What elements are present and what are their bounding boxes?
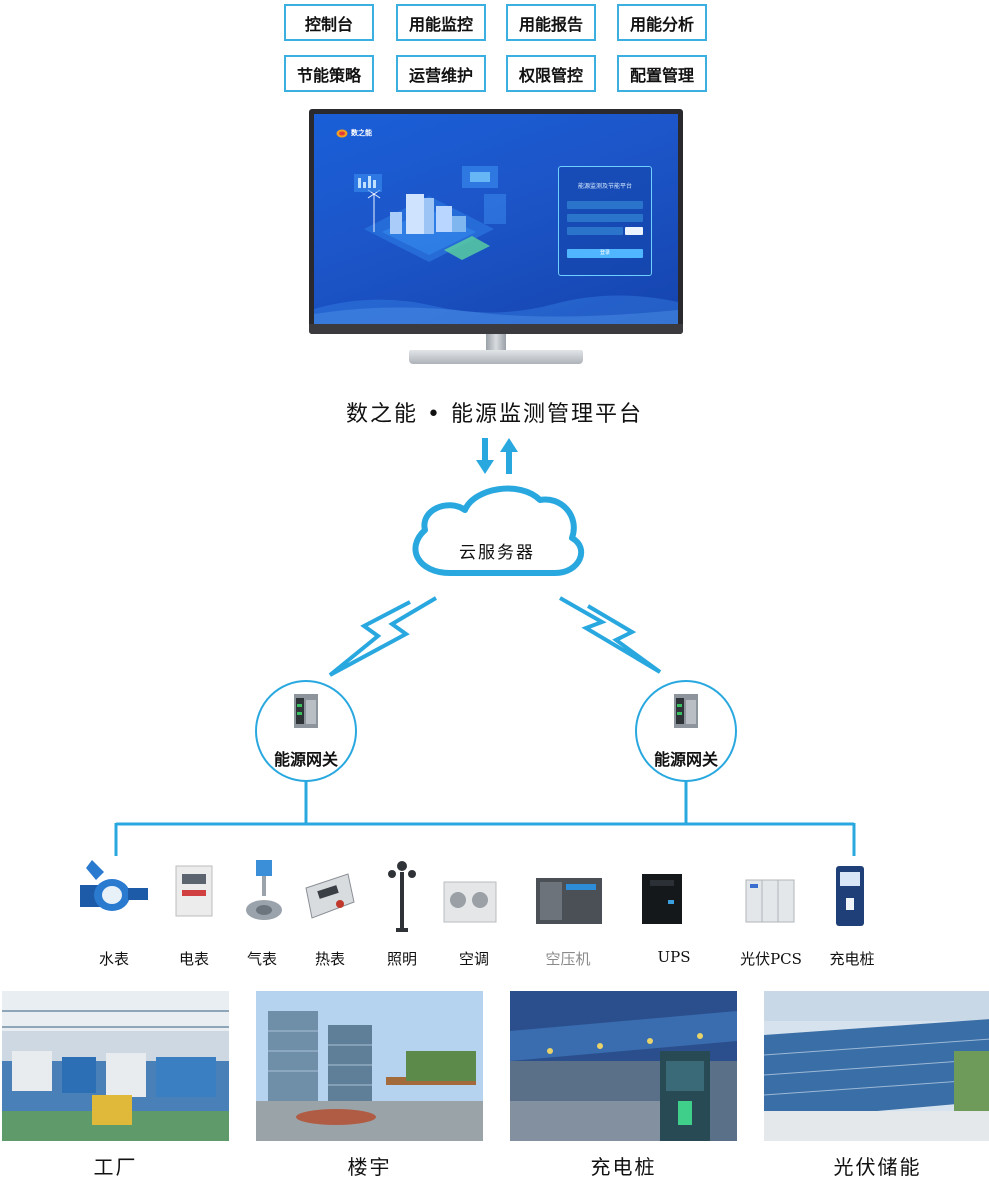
scene-label-building: 楼宇 [347, 1155, 392, 1179]
menu-permission-control-button[interactable]: 权限管控 [506, 55, 596, 92]
scene-photo-factory [2, 991, 229, 1141]
scene-photo-building [256, 991, 483, 1141]
device-icons [80, 860, 864, 932]
cloud-server-label: 云服务器 [459, 543, 535, 563]
device-label-water-meter: 水表 [98, 950, 129, 968]
monitor-base [409, 350, 583, 364]
menu-operation-maintenance-button[interactable]: 运营维护 [396, 55, 486, 92]
charging-pile-icon [836, 866, 864, 926]
scene-photo-charging-station [510, 991, 737, 1141]
ups-icon [642, 874, 682, 924]
menu-energy-monitor-button[interactable]: 用能监控 [396, 4, 486, 41]
sync-arrows-icon [476, 438, 518, 474]
cloud-icon [412, 485, 585, 576]
menu-energy-analysis-button[interactable]: 用能分析 [617, 4, 707, 41]
bus-lines [114, 781, 856, 856]
login-card: 能源监测及节能平台 登录 [558, 166, 652, 276]
captcha-field[interactable] [567, 227, 623, 235]
device-label-heat-meter: 热表 [314, 950, 345, 968]
electric-meter-icon [175, 865, 213, 917]
pv-pcs-icon [745, 879, 795, 923]
monitor-bezel [309, 324, 683, 334]
password-field[interactable] [567, 214, 643, 222]
device-label-ups: UPS [657, 948, 691, 966]
scene-label-pv-storage: 光伏储能 [833, 1155, 922, 1179]
logo-icon [336, 129, 348, 137]
air-compressor-icon [536, 878, 602, 924]
city-illustration [354, 166, 506, 262]
heat-meter-icon [305, 873, 355, 919]
scene-label-charging-station: 充电桩 [590, 1155, 657, 1179]
device-label-lighting: 照明 [386, 950, 417, 968]
gateway-left-label: 能源网关 [273, 750, 338, 769]
screen-logo-text: 数之能 [351, 128, 372, 137]
menu-config-management-button[interactable]: 配置管理 [617, 55, 707, 92]
captcha-image[interactable] [625, 227, 643, 235]
menu-console-button[interactable]: 控制台 [284, 4, 374, 41]
device-label-pv-pcs: 光伏PCS [740, 950, 802, 968]
lightning-right-icon [559, 596, 662, 674]
device-label-charging-pile: 充电桩 [829, 950, 875, 968]
water-meter-icon [80, 860, 148, 911]
monitor-screen: 数之能 能源监测及节能平台 [314, 114, 678, 324]
screen-wave-decoration [314, 295, 678, 324]
screen-logo: 数之能 [336, 128, 372, 138]
monitor-neck [486, 334, 506, 352]
device-label-gas-meter: 气表 [246, 950, 277, 968]
lightning-left-icon [328, 596, 438, 677]
menu-energy-report-button[interactable]: 用能报告 [506, 4, 596, 41]
scene-label-factory: 工厂 [93, 1155, 138, 1179]
gas-meter-icon [246, 860, 282, 920]
username-field[interactable] [567, 201, 643, 209]
gateway-device-icon-right [674, 694, 698, 728]
air-conditioner-icon [443, 881, 497, 923]
menu-saving-strategy-button[interactable]: 节能策略 [284, 55, 374, 92]
street-light-icon [388, 861, 416, 932]
gateway-right-label: 能源网关 [653, 750, 718, 769]
login-title: 能源监测及节能平台 [577, 183, 632, 190]
device-label-air-compressor: 空压机 [545, 950, 591, 968]
device-label-electric-meter: 电表 [178, 950, 209, 968]
scene-photo-pv-storage [764, 991, 989, 1141]
gateway-device-icon-left [294, 694, 318, 728]
device-label-air-conditioner: 空调 [458, 950, 489, 968]
login-button[interactable]: 登录 [567, 249, 643, 258]
monitor: 数之能 能源监测及节能平台 [309, 109, 683, 334]
platform-title: 数之能 • 能源监测管理平台 [346, 402, 643, 427]
